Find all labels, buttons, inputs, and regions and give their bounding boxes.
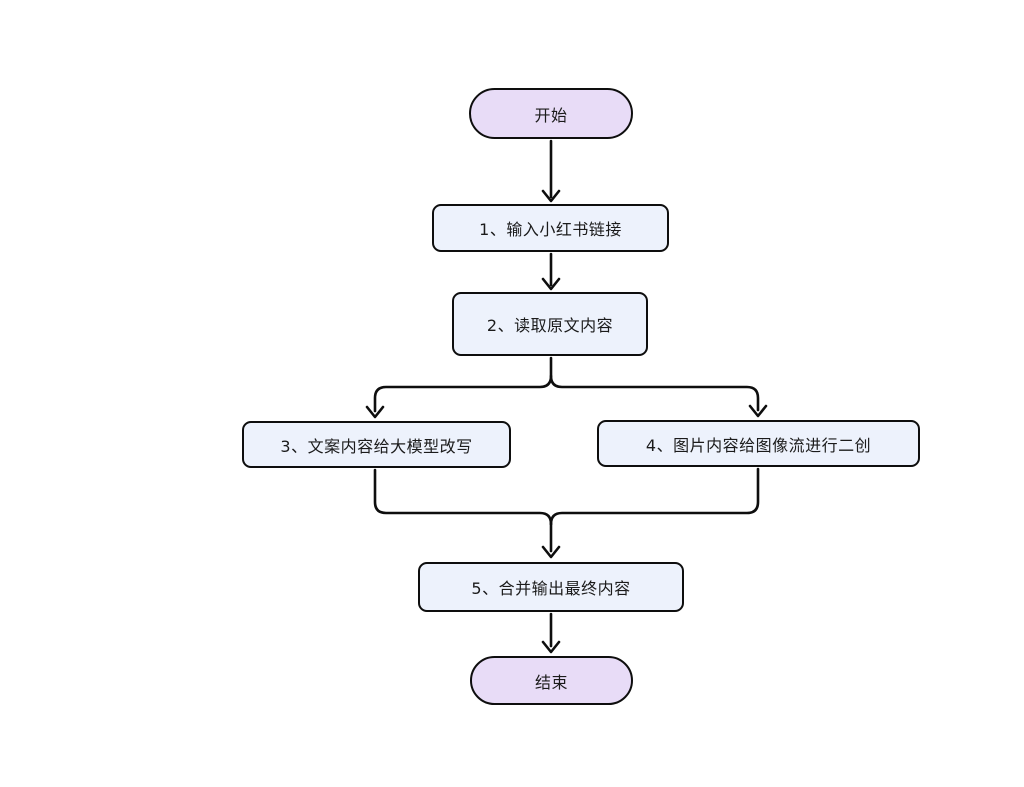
edge-step5-to-end <box>541 612 561 654</box>
node-step5-merge-output: 5、合并输出最终内容 <box>418 562 684 612</box>
node-step5-label: 5、合并输出最终内容 <box>471 579 631 598</box>
node-step2-read-content: 2、读取原文内容 <box>452 292 648 356</box>
node-step1-label: 1、输入小红书链接 <box>479 220 622 239</box>
edge-step2-to-step3 <box>365 356 553 419</box>
node-step3-rewrite-text: 3、文案内容给大模型改写 <box>242 421 511 468</box>
edge-step1-to-step2 <box>541 252 561 291</box>
arrowhead-down-icon <box>541 640 561 654</box>
node-end: 结束 <box>470 656 633 705</box>
arrowhead-down-icon <box>365 405 385 419</box>
node-step2-label: 2、读取原文内容 <box>486 316 614 335</box>
node-start-label: 开始 <box>534 105 568 125</box>
arrowhead-down-icon <box>748 404 768 418</box>
arrowhead-down-icon <box>541 189 561 203</box>
node-start: 开始 <box>469 88 633 139</box>
arrowhead-down-icon <box>541 545 561 559</box>
edge-start-to-step1 <box>541 139 561 203</box>
node-step3-label: 3、文案内容给大模型改写 <box>280 436 473 456</box>
edge-step3-to-step5 <box>373 468 553 526</box>
arrowhead-down-icon <box>541 277 561 291</box>
node-step4-label: 4、图片内容给图像流进行二创 <box>645 435 872 455</box>
node-step4-image-recreate: 4、图片内容给图像流进行二创 <box>597 420 920 467</box>
edge-step2-to-step4 <box>549 374 768 418</box>
node-step1-input-link: 1、输入小红书链接 <box>432 204 669 252</box>
node-end-label: 结束 <box>534 672 568 692</box>
edge-step4-to-step5 <box>541 467 760 559</box>
